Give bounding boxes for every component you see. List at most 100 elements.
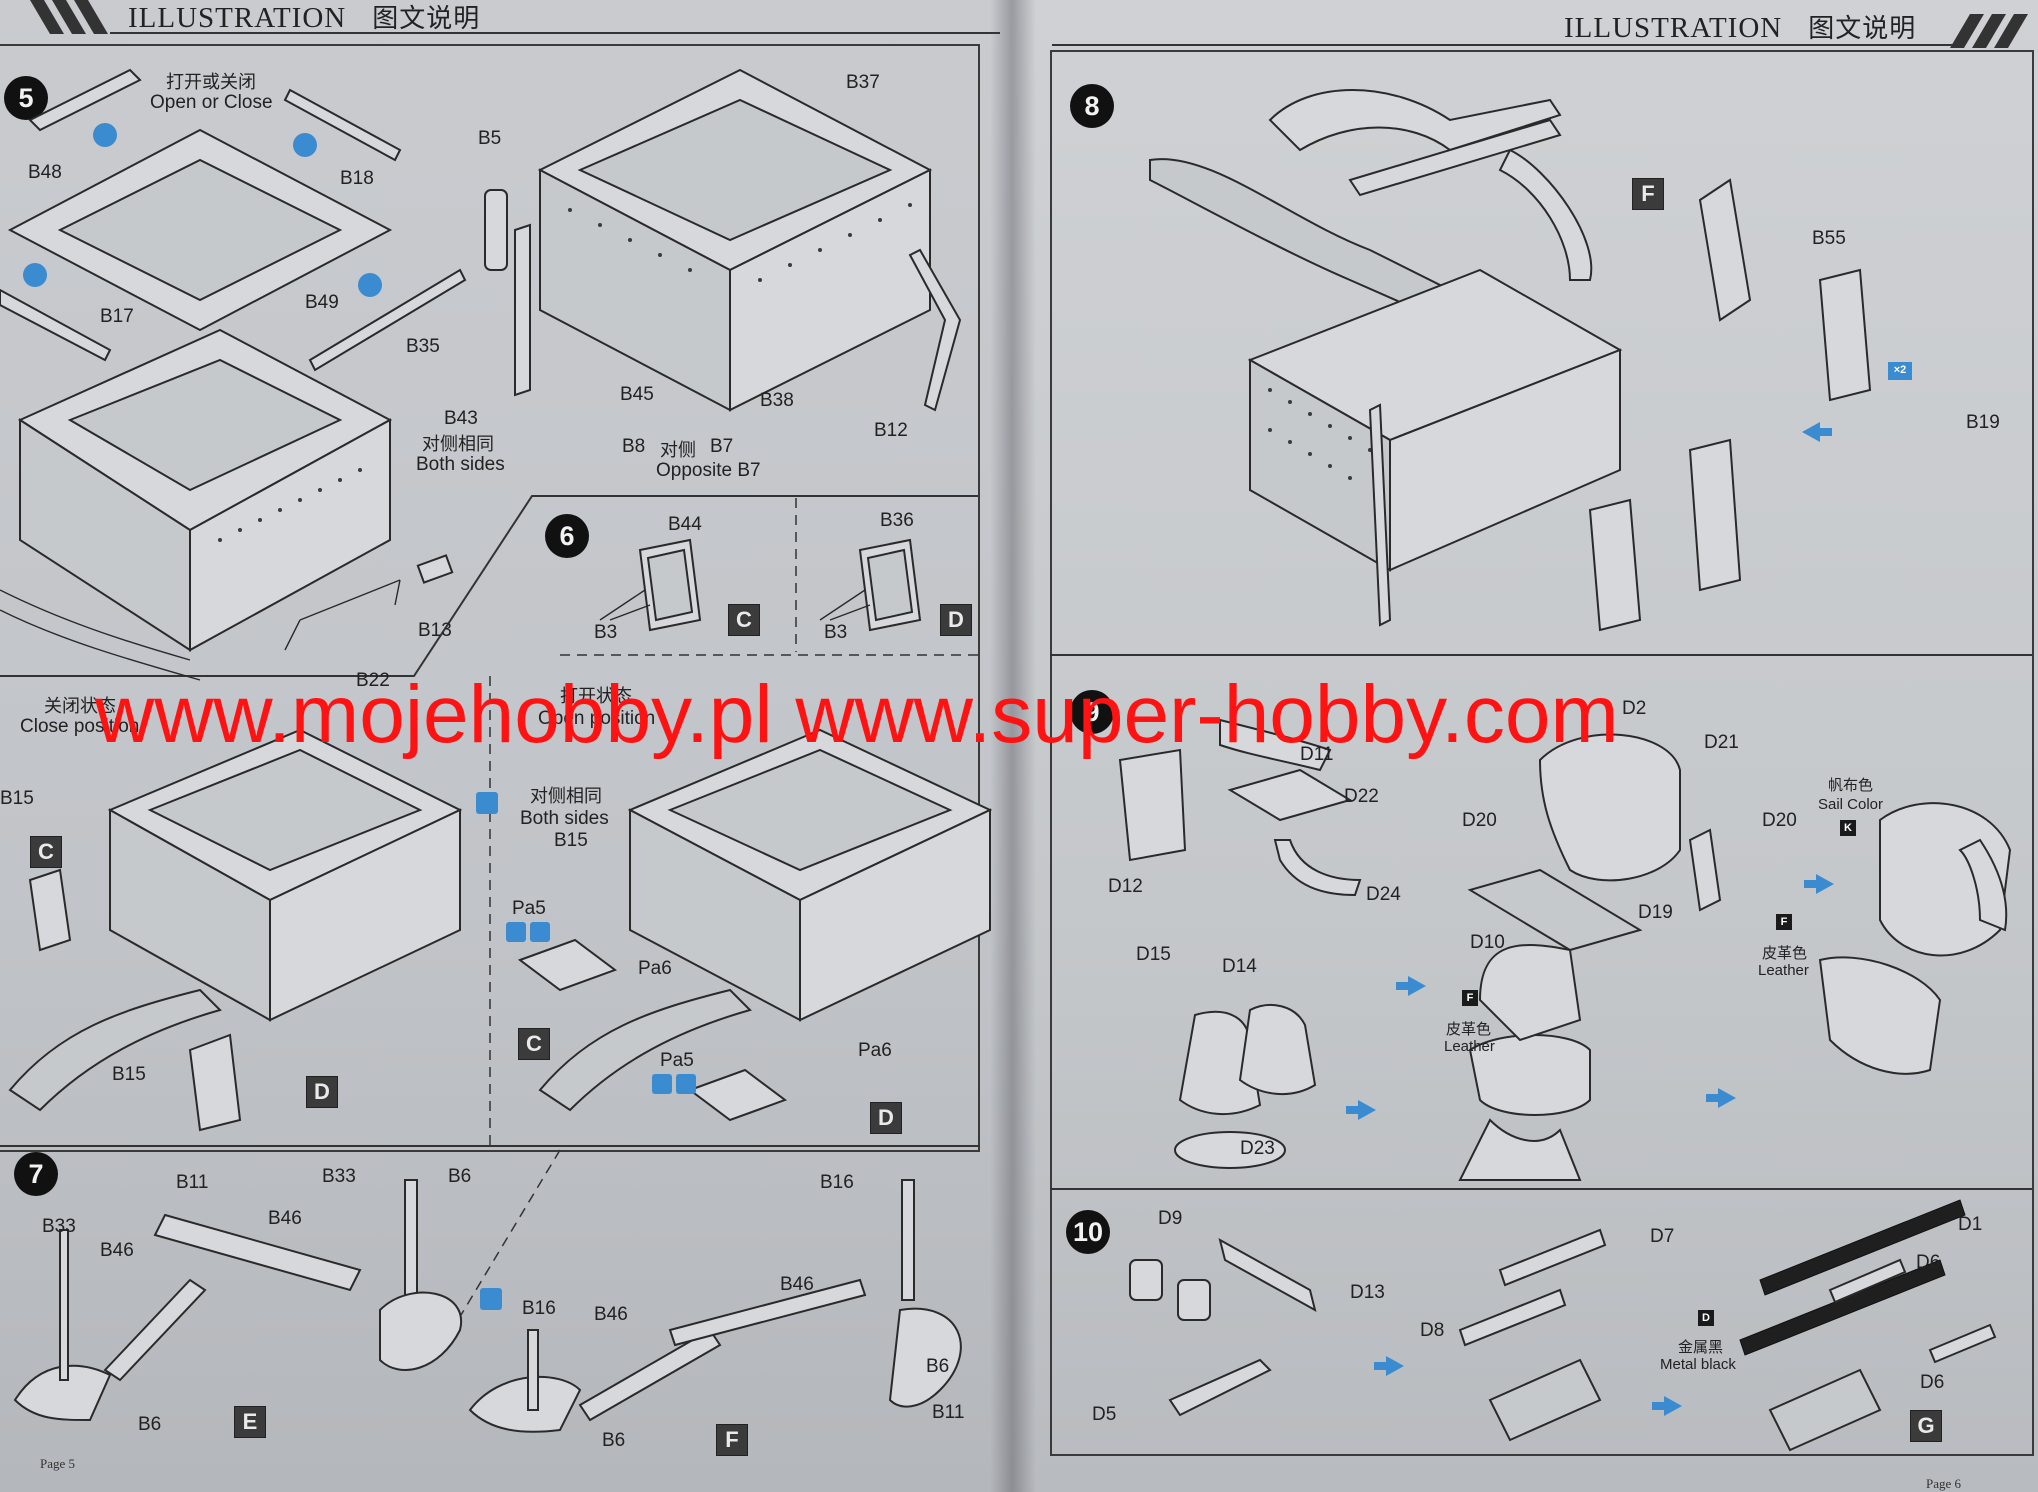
open-both-sides-cn: 对侧相同 bbox=[530, 786, 602, 807]
part-b38: B38 bbox=[760, 390, 794, 411]
right-header-stripes bbox=[1950, 14, 2028, 48]
leather-en-2: Leather bbox=[1444, 1038, 1495, 1055]
part-d22: D22 bbox=[1344, 786, 1379, 807]
right-page-word: Page bbox=[1926, 1476, 1952, 1491]
closed-position-cn: 关闭状态 bbox=[44, 696, 116, 717]
part-b3-c: B3 bbox=[594, 622, 618, 643]
part-b6-e-top: B6 bbox=[448, 1166, 472, 1187]
right-header-title-cn: 图文说明 bbox=[1808, 14, 1917, 44]
part-d24: D24 bbox=[1366, 884, 1401, 905]
left-header-title: ILLUSTRATION bbox=[128, 2, 347, 34]
right-header-title: ILLUSTRATION bbox=[1564, 12, 1783, 44]
part-d14: D14 bbox=[1222, 956, 1257, 977]
watermark-text: www.mojehobby.pl www.super-hobby.com bbox=[95, 669, 1619, 760]
part-b48: B48 bbox=[28, 162, 62, 183]
part-d23: D23 bbox=[1240, 1138, 1275, 1159]
right-page-number: Page 6 bbox=[1926, 1476, 1961, 1492]
both-sides-en: Both sides bbox=[416, 454, 505, 475]
open-position-en: Open position bbox=[538, 708, 656, 729]
part-b46-f: B46 bbox=[780, 1274, 814, 1295]
left-header: ILLUSTRATION 图文说明 bbox=[128, 0, 480, 35]
book-gutter bbox=[990, 0, 1036, 1492]
glue-icon-2 bbox=[652, 1074, 672, 1094]
part-b18: B18 bbox=[340, 168, 374, 189]
cut-icon-2 bbox=[676, 1074, 696, 1094]
metal-black-en: Metal black bbox=[1660, 1356, 1736, 1373]
part-d12: D12 bbox=[1108, 876, 1143, 897]
part-d19: D19 bbox=[1638, 902, 1673, 923]
glue-icon bbox=[506, 922, 526, 942]
paint-code-f-2: F bbox=[1462, 990, 1478, 1006]
step-10-illustration bbox=[1129, 1199, 1997, 1452]
paint-code-d: D bbox=[1698, 1310, 1714, 1326]
part-b11-e: B11 bbox=[176, 1172, 209, 1193]
part-pa5-b: Pa5 bbox=[660, 1050, 694, 1071]
paint-code-k: K bbox=[1840, 820, 1856, 836]
step-5-illustration bbox=[0, 68, 962, 681]
step-7-illustration bbox=[13, 1179, 962, 1433]
quantity-x2: ×2 bbox=[1888, 362, 1912, 380]
decal-sheet-f: F bbox=[716, 1424, 748, 1456]
part-b37: B37 bbox=[846, 72, 880, 93]
part-d6-top: D6 bbox=[1916, 1252, 1941, 1273]
part-d9: D9 bbox=[1158, 1208, 1183, 1229]
part-b44: B44 bbox=[668, 514, 702, 535]
part-b46-e-left: B46 bbox=[100, 1240, 134, 1261]
part-d10: D10 bbox=[1470, 932, 1505, 953]
opposite-en: Opposite B7 bbox=[656, 460, 761, 481]
part-b16-f-right: B16 bbox=[820, 1172, 854, 1193]
part-d11: D11 bbox=[1300, 744, 1334, 765]
part-b3-d: B3 bbox=[824, 622, 848, 643]
part-b6-f-right: B6 bbox=[926, 1356, 950, 1377]
right-divider-1 bbox=[1050, 654, 2032, 656]
part-b33-e: B33 bbox=[42, 1216, 76, 1237]
part-d13: D13 bbox=[1350, 1282, 1385, 1303]
left-header-rule bbox=[110, 32, 1000, 34]
decal-sheet-c: C bbox=[728, 604, 760, 636]
part-d8: D8 bbox=[1420, 1320, 1445, 1341]
part-b45: B45 bbox=[620, 384, 654, 405]
part-b46-f-left: B46 bbox=[594, 1304, 628, 1325]
open-close-label-cn: 打开或关闭 bbox=[166, 72, 256, 93]
part-d20-left: D20 bbox=[1462, 810, 1497, 831]
part-d1: D1 bbox=[1958, 1214, 1983, 1235]
opposite-cn: 对侧 bbox=[660, 440, 696, 461]
part-b22: B22 bbox=[356, 670, 390, 691]
part-pa6-b: Pa6 bbox=[858, 1040, 892, 1061]
left-frame bbox=[0, 44, 980, 1152]
part-d15: D15 bbox=[1136, 944, 1171, 965]
step-6-number: 6 bbox=[545, 514, 589, 558]
sail-color-cn: 帆布色 bbox=[1828, 776, 1874, 794]
open-position-cn: 打开状态 bbox=[560, 686, 632, 707]
metal-black-cn: 金属黑 bbox=[1678, 1338, 1724, 1356]
decal-sheet-c-open: C bbox=[518, 1028, 550, 1060]
decal-sheet-f-step8: F bbox=[1632, 178, 1664, 210]
decal-sheet-d-closed: D bbox=[306, 1076, 338, 1108]
decal-sheet-g: G bbox=[1910, 1410, 1942, 1442]
part-b36: B36 bbox=[880, 510, 914, 531]
closed-open-illustration bbox=[8, 728, 993, 1132]
both-sides-cn: 对侧相同 bbox=[422, 434, 494, 455]
step-8-illustration bbox=[1149, 89, 1872, 632]
leather-cn-1: 皮革色 bbox=[1762, 944, 1808, 962]
leather-en-1: Leather bbox=[1758, 962, 1809, 979]
part-d21: D21 bbox=[1704, 732, 1739, 753]
step-6-illustration bbox=[599, 538, 922, 632]
right-frame bbox=[1050, 50, 2034, 1456]
part-b15-open: B15 bbox=[554, 830, 588, 851]
closed-position-en: Close position bbox=[20, 716, 140, 737]
step-8-number: 8 bbox=[1070, 84, 1114, 128]
sail-color-en: Sail Color bbox=[1818, 796, 1884, 813]
decal-sheet-c-closed: C bbox=[30, 836, 62, 868]
part-b35: B35 bbox=[406, 336, 440, 357]
right-page-num: 6 bbox=[1954, 1476, 1962, 1491]
left-header-title-cn: 图文说明 bbox=[372, 4, 481, 34]
paint-code-f-1: F bbox=[1776, 914, 1792, 930]
decal-sheet-d: D bbox=[940, 604, 972, 636]
part-b55: B55 bbox=[1812, 228, 1846, 249]
step-7-number: 7 bbox=[14, 1152, 58, 1196]
part-b46-e: B46 bbox=[268, 1208, 302, 1229]
part-b33-e-right: B33 bbox=[322, 1166, 356, 1187]
flip-icon-step7 bbox=[480, 1288, 502, 1310]
part-b6-f: B6 bbox=[602, 1430, 626, 1451]
